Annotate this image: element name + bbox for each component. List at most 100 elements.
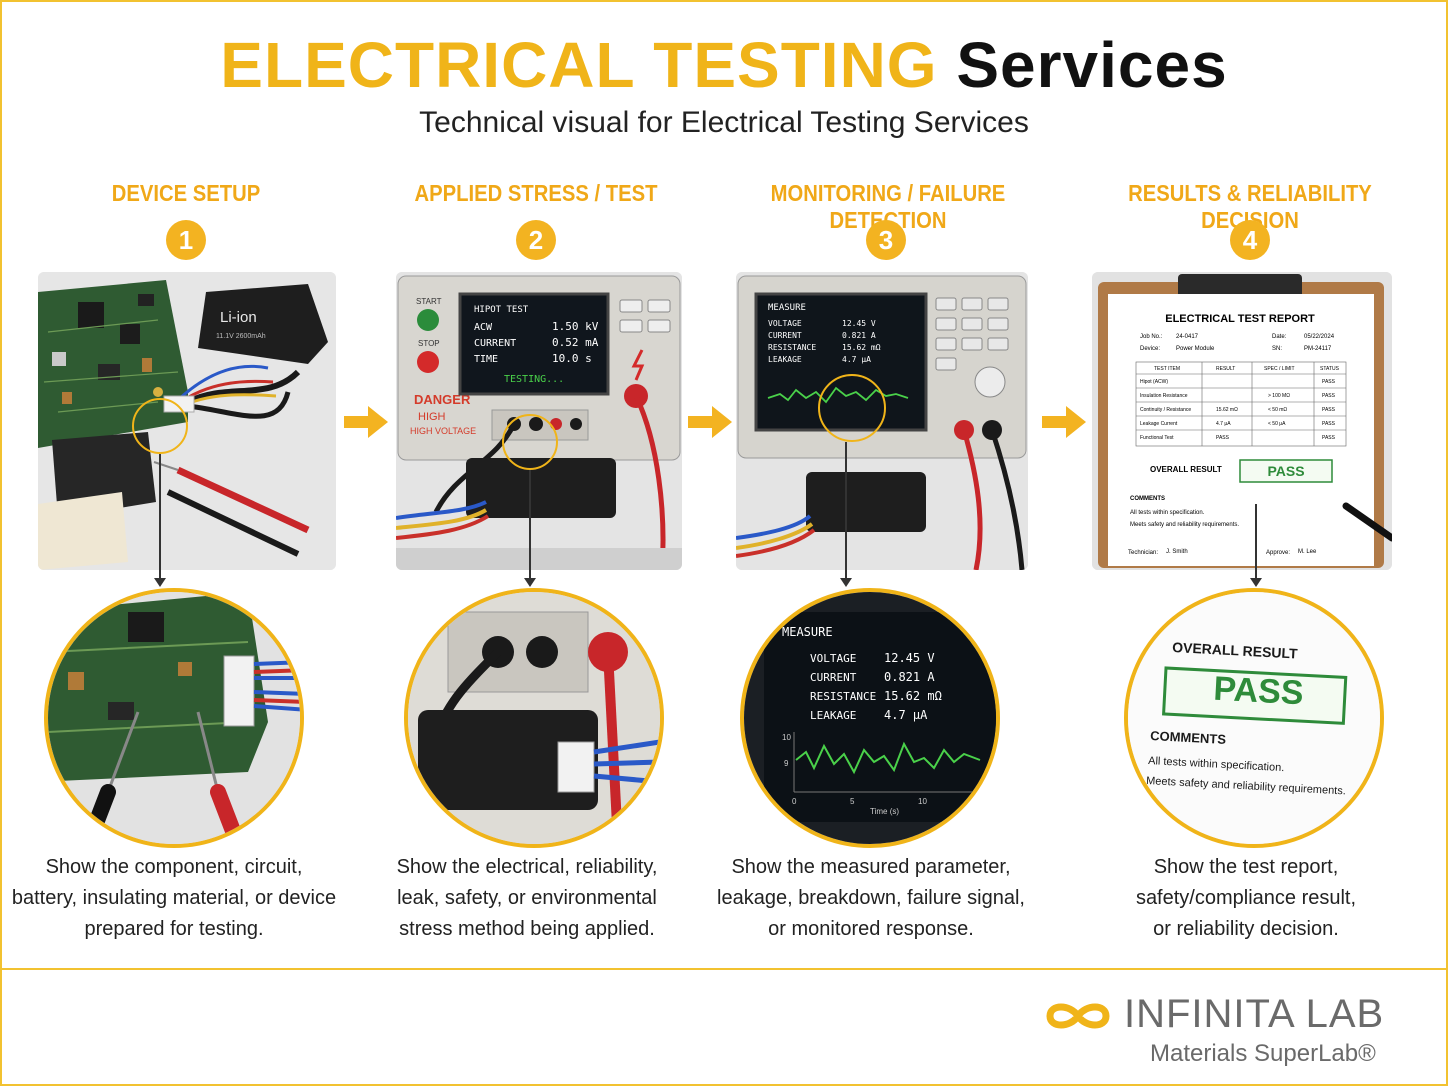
- step-4-panel: ELECTRICAL TEST REPORT Job No.: 24-0417 …: [1092, 272, 1392, 570]
- step-2-caption: Show the electrical, reliability, leak, …: [362, 852, 692, 945]
- zoom-row-value: 0.821 A: [884, 670, 935, 684]
- arrow-right-icon: [344, 406, 388, 438]
- meter-row-label: CURRENT: [768, 331, 802, 340]
- battery-label: Li-ion: [220, 309, 257, 326]
- clipboard-clip: [1178, 274, 1302, 300]
- caption-line: stress method being applied.: [399, 918, 655, 940]
- meter-row-value: 12.45 V: [842, 319, 876, 328]
- zoom-row-label: RESISTANCE: [810, 690, 876, 703]
- report-technician-label: Technician:: [1128, 550, 1158, 556]
- li-ion-battery: Li-ion 11.1V 2600mAh: [198, 284, 328, 364]
- step-4-caption: Show the test report, safety/compliance …: [1081, 852, 1411, 945]
- zoom-pass-stamp: [1162, 666, 1348, 725]
- report-overall-result: PASS: [1267, 463, 1304, 479]
- caption-line: battery, insulating material, or device: [11, 887, 337, 909]
- hipot-screen: [458, 292, 610, 396]
- meter-knob: [974, 366, 1006, 398]
- step-4-connector: [1255, 504, 1257, 578]
- report-job-label: Job No.:: [1140, 334, 1163, 340]
- arrow-right-icon: [1042, 406, 1086, 438]
- step-3-caption: Show the measured parameter, leakage, br…: [706, 852, 1036, 945]
- hipot-row-label: CURRENT: [474, 338, 516, 349]
- zoom-comments-label: COMMENTS: [1150, 728, 1227, 747]
- brand-name: INFINITA LAB: [1124, 992, 1385, 1036]
- zoom-row-label: VOLTAGE: [810, 652, 856, 665]
- hipot-row-label: TIME: [474, 354, 498, 365]
- report-job: 24-0417: [1176, 334, 1199, 340]
- report-cell: Hipot (ACW): [1140, 379, 1168, 385]
- caption-line: Show the measured parameter,: [731, 856, 1011, 878]
- step-1-connector-tip: [154, 578, 166, 587]
- step-1-caption: Show the component, circuit, battery, in…: [9, 852, 339, 945]
- hipot-status: TESTING...: [504, 374, 564, 385]
- high-voltage-label: HIGH VOLTAGE: [410, 426, 476, 436]
- hipot-row-value: 1.50 kV: [552, 320, 599, 333]
- step-2-zoom: [404, 588, 664, 848]
- step-4-heading: RESULTS & RELIABILITY DECISION: [1128, 180, 1372, 233]
- step-3-connector: [845, 442, 847, 578]
- step-3-highlight: [818, 374, 886, 442]
- chart-y-tick: 9: [784, 759, 789, 768]
- caption-line: Show the component, circuit,: [45, 856, 303, 878]
- meter-row-label: RESISTANCE: [768, 343, 816, 352]
- zoom-row-value: 4.7 μA: [884, 708, 928, 722]
- chart-x-tick: 0: [792, 797, 797, 806]
- step-4-badge: 4: [1230, 220, 1270, 260]
- hipot-row-label: ACW: [474, 322, 493, 333]
- page-subtitle: Technical visual for Electrical Testing …: [419, 106, 1029, 139]
- zoom-row-label: CURRENT: [810, 671, 857, 684]
- footer-divider: [2, 968, 1446, 970]
- report-cell: Insulation Resistance: [1140, 393, 1188, 399]
- hipot-row-value: 10.0 s: [552, 352, 592, 365]
- report-technician: J. Smith: [1166, 549, 1188, 555]
- chart-x-tick: 10: [918, 797, 927, 806]
- step-2-connector-tip: [524, 578, 536, 587]
- report-comment: All tests within specification.: [1130, 510, 1205, 516]
- result-closeup-illustration: OVERALL RESULT PASS COMMENTS All tests w…: [1128, 592, 1380, 844]
- stop-label: STOP: [418, 339, 440, 348]
- step-2-heading: APPLIED STRESS / TEST: [414, 180, 658, 206]
- zoom-row-value: 12.45 V: [884, 651, 935, 665]
- pcb-closeup-illustration: [48, 592, 300, 844]
- zoom-row-label: LEAKAGE: [810, 709, 856, 722]
- report-cell: PASS: [1322, 407, 1336, 413]
- start-button: [417, 309, 439, 331]
- report-sn-label: SN:: [1272, 346, 1282, 352]
- battery-spec: 11.1V 2600mAh: [216, 333, 266, 340]
- report-sn: PM-24117: [1304, 346, 1332, 352]
- brand-tagline: Materials SuperLab®: [1150, 1040, 1376, 1067]
- step-1-heading: DEVICE SETUP: [111, 180, 261, 206]
- zoom-row-value: 15.62 mΩ: [884, 689, 942, 703]
- report-device-label: Device:: [1140, 346, 1160, 352]
- report-cell: PASS: [1322, 421, 1336, 427]
- title-rest: Services: [956, 29, 1228, 101]
- chart-x-tick: 5: [850, 797, 855, 806]
- start-label: START: [416, 297, 442, 306]
- report-cell: < 50 mΩ: [1268, 407, 1287, 413]
- report-cell: PASS: [1322, 379, 1336, 385]
- report-cell: > 100 MΩ: [1268, 393, 1290, 399]
- report-cell: 4.7 μA: [1216, 421, 1231, 427]
- hipot-screen-title: HIPOT TEST: [474, 305, 529, 315]
- caption-line: or reliability decision.: [1153, 918, 1339, 940]
- step-2-highlight: [502, 414, 558, 470]
- zoom-screen-title: MEASURE: [782, 625, 833, 639]
- danger-label: DANGER: [414, 392, 471, 407]
- step-1-zoom: [44, 588, 304, 848]
- meter-screen-title: MEASURE: [768, 303, 806, 313]
- step-3-connector-tip: [840, 578, 852, 587]
- report-col-header: RESULT: [1216, 366, 1235, 372]
- pen-icon: [1342, 502, 1392, 542]
- meter-row-label: LEAKAGE: [768, 355, 802, 364]
- report-cell: Leakage Current: [1140, 421, 1178, 427]
- report-device: Power Module: [1176, 346, 1215, 352]
- step-2-badge: 2: [516, 220, 556, 260]
- report-pass-stamp: [1239, 459, 1333, 483]
- caption-line: prepared for testing.: [84, 918, 264, 940]
- hipot-closeup-illustration: [408, 592, 660, 844]
- report-comment: Meets safety and reliability requirement…: [1130, 522, 1239, 528]
- report-cell: PASS: [1322, 435, 1336, 441]
- report-approve-label: Approve:: [1266, 550, 1290, 556]
- meter-row-value: 0.821 A: [842, 331, 876, 340]
